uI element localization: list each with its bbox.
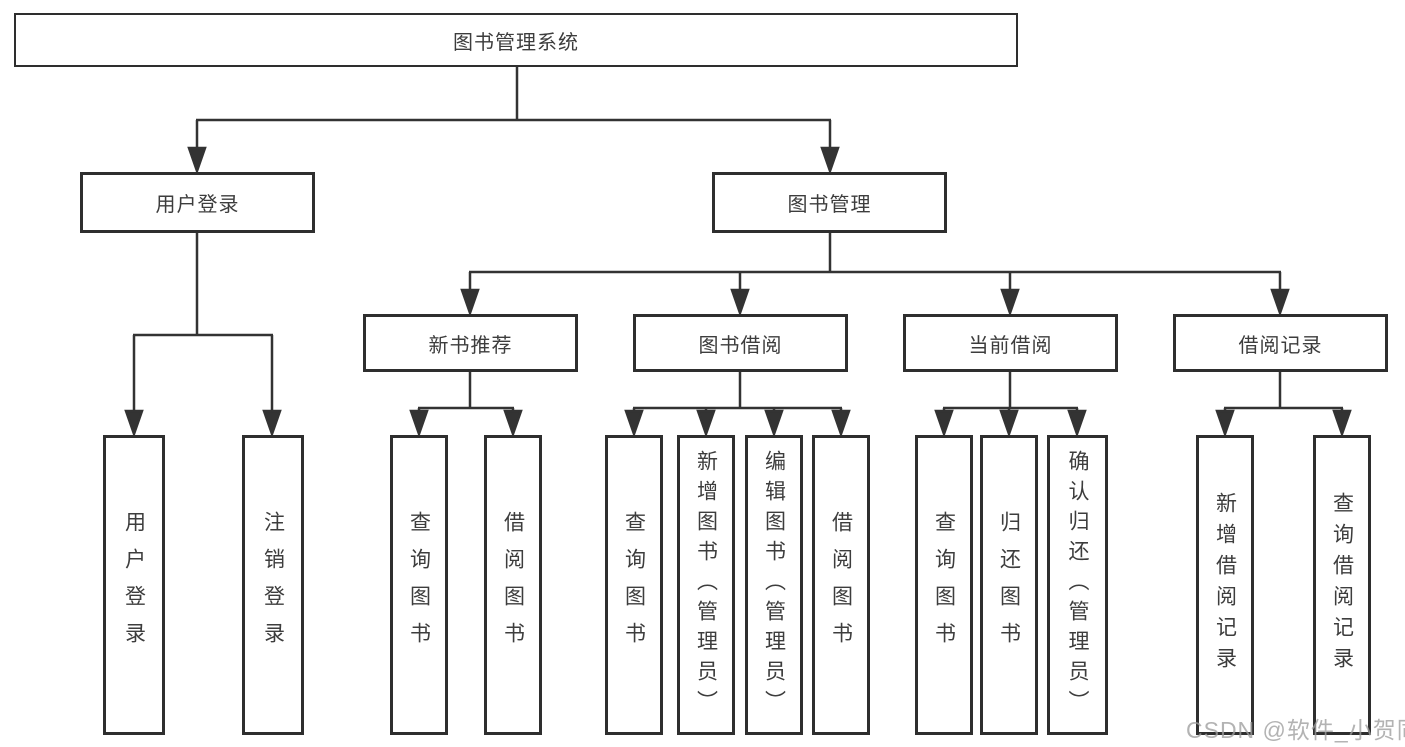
node-user-login: 用户登录: [80, 172, 315, 233]
node-label: 借阅记录: [1238, 334, 1323, 357]
node-book-borrow: 图书借阅: [633, 314, 848, 372]
node-label: 用户登录: [122, 511, 146, 659]
node-label: 图书管理系统: [453, 31, 579, 54]
node-label: 图书管理: [787, 194, 872, 216]
leaf-query-borrow-record: 查询借阅记录: [1313, 435, 1371, 735]
node-label: 注销登录: [261, 511, 285, 659]
node-label: 查询图书: [622, 511, 646, 659]
csdn-watermark: CSDN @软件_小贺同学: [1186, 717, 1405, 743]
leaf-query-books-borrow: 查询图书: [605, 435, 663, 735]
node-label: 借阅图书: [829, 511, 853, 659]
node-root-system: 图书管理系统: [14, 13, 1018, 67]
node-label: 新增图书（管理员）: [694, 450, 718, 720]
leaf-logout: 注销登录: [242, 435, 304, 735]
node-label: 当前借阅: [968, 334, 1053, 357]
node-label: 确认归还（管理员）: [1066, 450, 1089, 720]
node-new-book-recommend: 新书推荐: [363, 314, 578, 372]
node-label: 查询借阅记录: [1330, 492, 1354, 678]
leaf-confirm-return-admin: 确认归还（管理员）: [1047, 435, 1108, 735]
leaf-edit-book-admin: 编辑图书（管理员）: [745, 435, 803, 735]
node-label: 新增借阅记录: [1213, 492, 1237, 678]
leaf-return-book: 归还图书: [980, 435, 1038, 735]
node-label: 新书推荐: [428, 334, 513, 357]
leaf-borrow-book: 借阅图书: [812, 435, 870, 735]
leaf-user-login: 用户登录: [103, 435, 165, 735]
leaf-borrow-books-recommend: 借阅图书: [484, 435, 542, 735]
leaf-query-books-recommend: 查询图书: [390, 435, 448, 735]
node-borrow-records: 借阅记录: [1173, 314, 1388, 372]
node-label: 查询图书: [932, 511, 956, 659]
node-label: 用户登录: [155, 194, 240, 216]
leaf-add-borrow-record: 新增借阅记录: [1196, 435, 1254, 735]
node-label: 查询图书: [407, 511, 431, 659]
node-label: 归还图书: [997, 511, 1021, 659]
node-current-borrow: 当前借阅: [903, 314, 1118, 372]
node-book-management: 图书管理: [712, 172, 947, 233]
node-label: 编辑图书（管理员）: [762, 450, 786, 720]
node-label: 借阅图书: [501, 511, 525, 659]
leaf-query-books-current: 查询图书: [915, 435, 973, 735]
node-label: 图书借阅: [698, 334, 783, 357]
leaf-add-book-admin: 新增图书（管理员）: [677, 435, 735, 735]
